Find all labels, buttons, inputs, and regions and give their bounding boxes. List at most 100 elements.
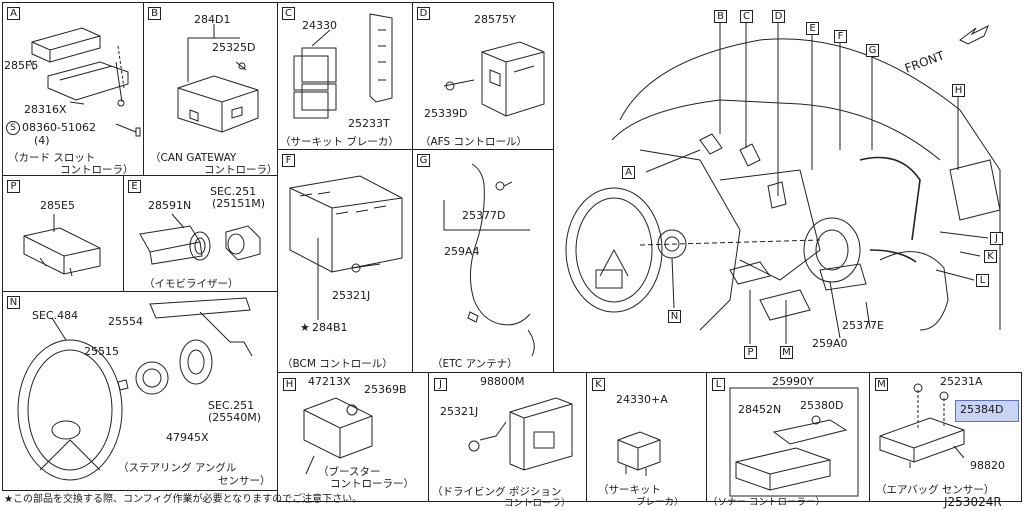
part-number[interactable]: 25231A <box>940 375 983 388</box>
panel-l-caption: （ソナー コントローラー） <box>708 497 826 508</box>
panel-a-caption: コントローラ） <box>60 164 134 176</box>
card-slot-controller-art <box>29 27 141 137</box>
panel-h-caption: コントローラー） <box>330 478 414 490</box>
section-reference[interactable]: (25540M) <box>208 411 262 424</box>
panel-j-letter: J <box>434 378 447 391</box>
circuit-breaker-k-art <box>617 431 661 476</box>
steering-angle-sensor-art <box>17 297 253 481</box>
overview-marker-e[interactable]: E <box>806 22 819 35</box>
overview-marker-g[interactable]: G <box>866 44 879 57</box>
sonar-controller-art <box>729 387 859 497</box>
panel-l-letter: L <box>712 378 725 391</box>
panel-n-letter: N <box>7 296 20 309</box>
overview-marker-c[interactable]: C <box>740 10 753 23</box>
part-number-highlighted[interactable]: 25384D <box>960 403 1004 416</box>
section-reference[interactable]: (25151M) <box>212 197 266 210</box>
footnote: ★この部品を交換する際、コンフィグ作業が必要となりますのでご注意下さい。 <box>4 494 363 505</box>
panel-f-caption: （BCM コントロール） <box>282 358 393 370</box>
part-number[interactable]: 28316X <box>24 103 67 116</box>
diagram-code: J253024R <box>944 495 1002 509</box>
circuit-breaker-art <box>293 13 393 119</box>
panel-b-letter: B <box>148 7 161 20</box>
panel-c-letter: C <box>282 7 295 20</box>
part-number[interactable]: 25515 <box>84 345 119 358</box>
panel-m <box>869 372 1022 502</box>
part-number[interactable]: 98820 <box>970 459 1005 472</box>
overview-marker-j[interactable]: J <box>990 232 1003 245</box>
part-number[interactable]: 28452N <box>738 403 782 416</box>
panel-j-caption: （ドライビング ポジション <box>432 486 562 498</box>
section-reference[interactable]: SEC.251 <box>210 185 257 198</box>
bcm-control-art <box>289 175 403 320</box>
panel-p-art <box>23 214 101 277</box>
section-reference[interactable]: SEC.484 <box>32 309 79 322</box>
panel-g-letter: G <box>417 154 430 167</box>
panel-b-caption: （CAN GATEWAY <box>150 152 237 164</box>
highlight-25384d <box>955 400 1019 422</box>
part-number[interactable]: 98800M <box>480 375 525 388</box>
panel-a-caption: （カード スロット <box>8 152 96 164</box>
panel-g-caption: （ETC アンテナ） <box>432 358 518 370</box>
part-number[interactable]: 28591N <box>148 199 192 212</box>
part-number[interactable]: 284D1 <box>194 13 231 26</box>
part-number[interactable]: 25377E <box>842 319 884 332</box>
immobilizer-art <box>139 213 261 265</box>
part-number[interactable]: 25233T <box>348 117 390 130</box>
part-number[interactable]: 25321J <box>332 289 371 302</box>
part-quantity: (4) <box>34 134 50 147</box>
overview-marker-k[interactable]: K <box>984 250 997 263</box>
part-number[interactable]: 259A4 <box>444 245 480 258</box>
part-number[interactable]: 24330+A <box>616 393 668 406</box>
overview-marker-a[interactable]: A <box>622 166 635 179</box>
overview-marker-b[interactable]: B <box>714 10 727 23</box>
part-number[interactable]: 25339D <box>424 107 468 120</box>
dashboard-overview-art <box>565 20 1001 344</box>
overview-marker-l[interactable]: L <box>976 274 989 287</box>
panel-p-letter: P <box>7 180 20 193</box>
part-number[interactable]: 25990Y <box>772 375 814 388</box>
panel-a-letter: A <box>7 7 20 20</box>
overview-marker-n[interactable]: N <box>668 310 681 323</box>
panel-b-caption: コントローラ） <box>204 164 278 176</box>
part-number[interactable]: 25554 <box>108 315 143 328</box>
panel-e-caption: （イモビライザー） <box>144 278 239 290</box>
part-number[interactable]: 28575Y <box>474 13 516 26</box>
panel-j-caption: コントローラ） <box>504 498 571 509</box>
etc-antenna-art <box>443 163 535 357</box>
part-number[interactable]: 285E5 <box>40 199 75 212</box>
part-number[interactable]: 25369B <box>364 383 407 396</box>
part-number[interactable]: 08360-51062 <box>22 121 96 134</box>
overview-marker-m[interactable]: M <box>780 346 793 359</box>
part-number[interactable]: 25325D <box>212 41 256 54</box>
part-number[interactable]: 25377D <box>462 209 506 222</box>
screw-symbol-icon: S <box>6 121 20 135</box>
driving-position-controller-art <box>468 397 573 471</box>
part-number[interactable]: 259A0 <box>812 337 848 350</box>
airbag-sensor-art <box>879 383 965 468</box>
overview-marker-f[interactable]: F <box>834 30 847 43</box>
overview-marker-h[interactable]: H <box>952 84 965 97</box>
part-number[interactable]: 285F5 <box>4 59 39 72</box>
panel-k-letter: K <box>592 378 605 391</box>
part-number[interactable]: 47945X <box>166 431 209 444</box>
part-number[interactable]: 24330 <box>302 19 337 32</box>
part-number[interactable]: 25380D <box>800 399 844 412</box>
panel-k-caption: （サーキット <box>598 484 661 496</box>
part-number[interactable]: 25321J <box>440 405 479 418</box>
section-reference[interactable]: SEC.251 <box>208 399 255 412</box>
overview-marker-p[interactable]: P <box>744 346 757 359</box>
panel-n-caption: （ステアリング アングル <box>118 462 237 474</box>
part-number[interactable]: 47213X <box>308 375 351 388</box>
panel-d-letter: D <box>417 7 430 20</box>
part-number[interactable]: 284B1 <box>312 321 348 334</box>
panel-k-caption: ブレーカ） <box>636 497 684 508</box>
afs-control-art <box>443 41 545 117</box>
panel-m-letter: M <box>875 378 888 391</box>
panel-h-caption: （ブースター <box>318 466 381 478</box>
overview-marker-d[interactable]: D <box>772 10 785 23</box>
panel-d-caption: （AFS コントロール） <box>420 136 528 148</box>
panel-f-letter: F <box>282 154 295 167</box>
panel-m-caption: （エアバッグ センサー） <box>876 484 995 496</box>
